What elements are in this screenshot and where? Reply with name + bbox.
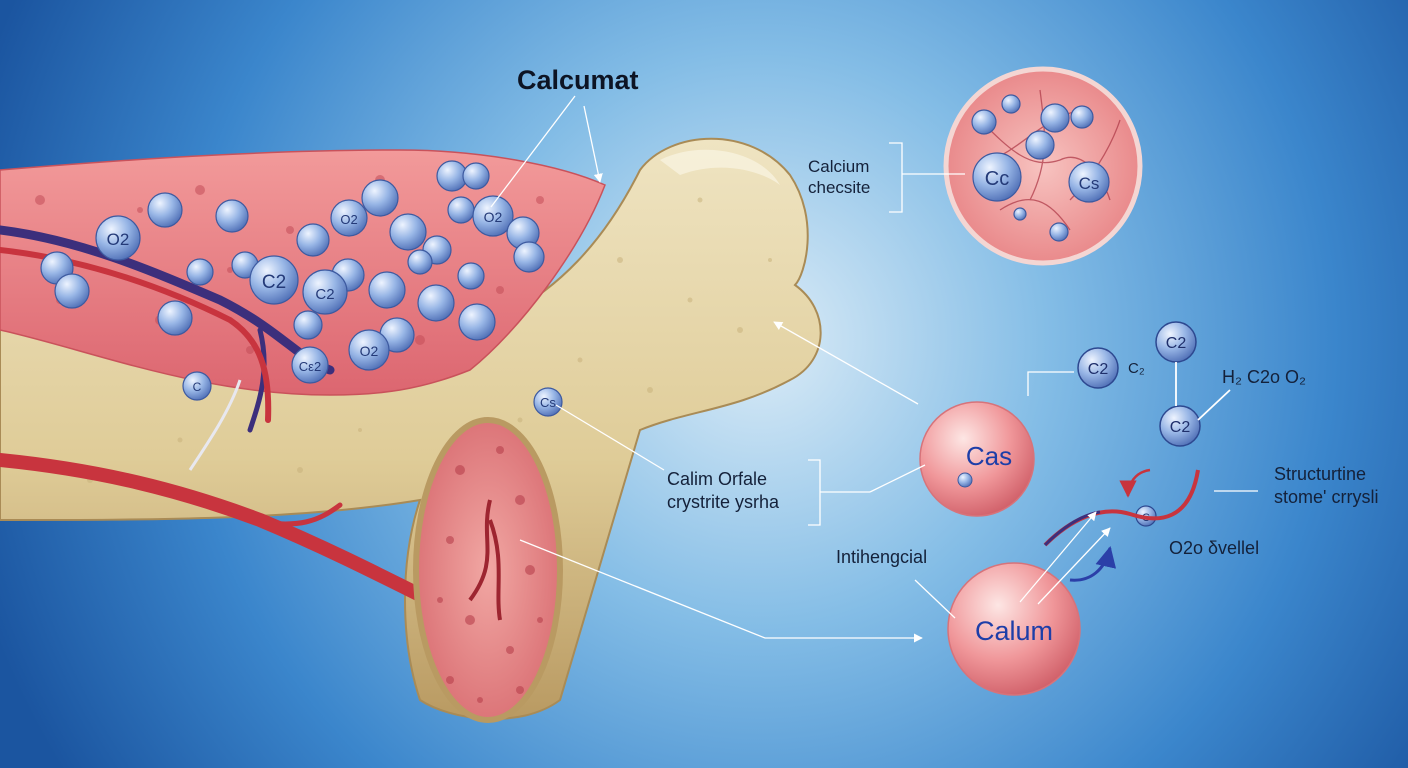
structurtine-label: Structurtine stome' crrysli bbox=[1274, 463, 1378, 508]
molecule-label: C2 bbox=[1088, 361, 1109, 378]
molecule-icon bbox=[463, 163, 489, 189]
calcium-checsite-label: Calcium checsite bbox=[808, 156, 870, 199]
cas-sphere-dot bbox=[958, 473, 972, 487]
molecule-label: O2 bbox=[340, 212, 357, 227]
calim-line-2: crystrite ysrha bbox=[667, 491, 779, 514]
molecule-label: C2 bbox=[1166, 335, 1187, 352]
molecule-icon bbox=[408, 250, 432, 274]
molecule-icon bbox=[187, 259, 213, 285]
molecule-label: C2 bbox=[1170, 419, 1191, 436]
structurtine-line-2: stome' crrysli bbox=[1274, 486, 1378, 509]
molecule-icon bbox=[1002, 95, 1020, 113]
molecule-label: Cs bbox=[1079, 174, 1100, 193]
molecule-icon bbox=[448, 197, 474, 223]
c2-small-label: C₂ bbox=[1128, 360, 1145, 379]
molecule-label: C2 bbox=[315, 286, 334, 303]
calum-label: Calum bbox=[975, 616, 1053, 646]
molecule-icon bbox=[458, 263, 484, 289]
calcium-line-1: Calcium bbox=[808, 156, 870, 177]
molecule-label: C bbox=[193, 380, 202, 394]
molecule-icon bbox=[294, 311, 322, 339]
molecule-icon bbox=[1050, 223, 1068, 241]
calcium-line-2: checsite bbox=[808, 177, 870, 198]
cas-label: Cas bbox=[966, 441, 1012, 471]
molecule-icon bbox=[514, 242, 544, 272]
molecule-icon bbox=[216, 200, 248, 232]
molecule-icon bbox=[1014, 208, 1026, 220]
molecule-icon bbox=[418, 285, 454, 321]
molecule-icon bbox=[1026, 131, 1054, 159]
molecule-icon bbox=[369, 272, 405, 308]
bone-cross-section bbox=[416, 420, 560, 720]
molecule-label: O2 bbox=[107, 230, 130, 249]
structurtine-line-1: Structurtine bbox=[1274, 463, 1378, 486]
molecule-icon bbox=[148, 193, 182, 227]
title-label: Calcumat bbox=[517, 64, 639, 98]
molecule-icon bbox=[390, 214, 426, 250]
molecule-label: Cs bbox=[540, 395, 556, 410]
calim-line-1: Calim Orfale bbox=[667, 468, 779, 491]
molecule-icon bbox=[459, 304, 495, 340]
molecule-label: Cc bbox=[985, 168, 1009, 190]
formula-label: H₂ C2o O₂ bbox=[1222, 366, 1306, 389]
intihengcial-label: Intihengcial bbox=[836, 546, 927, 569]
molecule-icon bbox=[362, 180, 398, 216]
molecule-icon bbox=[55, 274, 89, 308]
molecule-icon bbox=[1041, 104, 1069, 132]
molecule-icon bbox=[158, 301, 192, 335]
o2o-vellel-label: O2o δvellel bbox=[1169, 537, 1259, 560]
calim-orfale-label: Calim Orfale crystrite ysrha bbox=[667, 468, 779, 513]
molecule-icon bbox=[297, 224, 329, 256]
molecule-label: Cε2 bbox=[299, 359, 321, 374]
molecule-label: C2 bbox=[262, 272, 286, 293]
molecule-icon bbox=[1071, 106, 1093, 128]
molecule-label: O2 bbox=[484, 209, 503, 225]
molecule-icon bbox=[972, 110, 996, 134]
molecule-label: O2 bbox=[360, 343, 379, 359]
